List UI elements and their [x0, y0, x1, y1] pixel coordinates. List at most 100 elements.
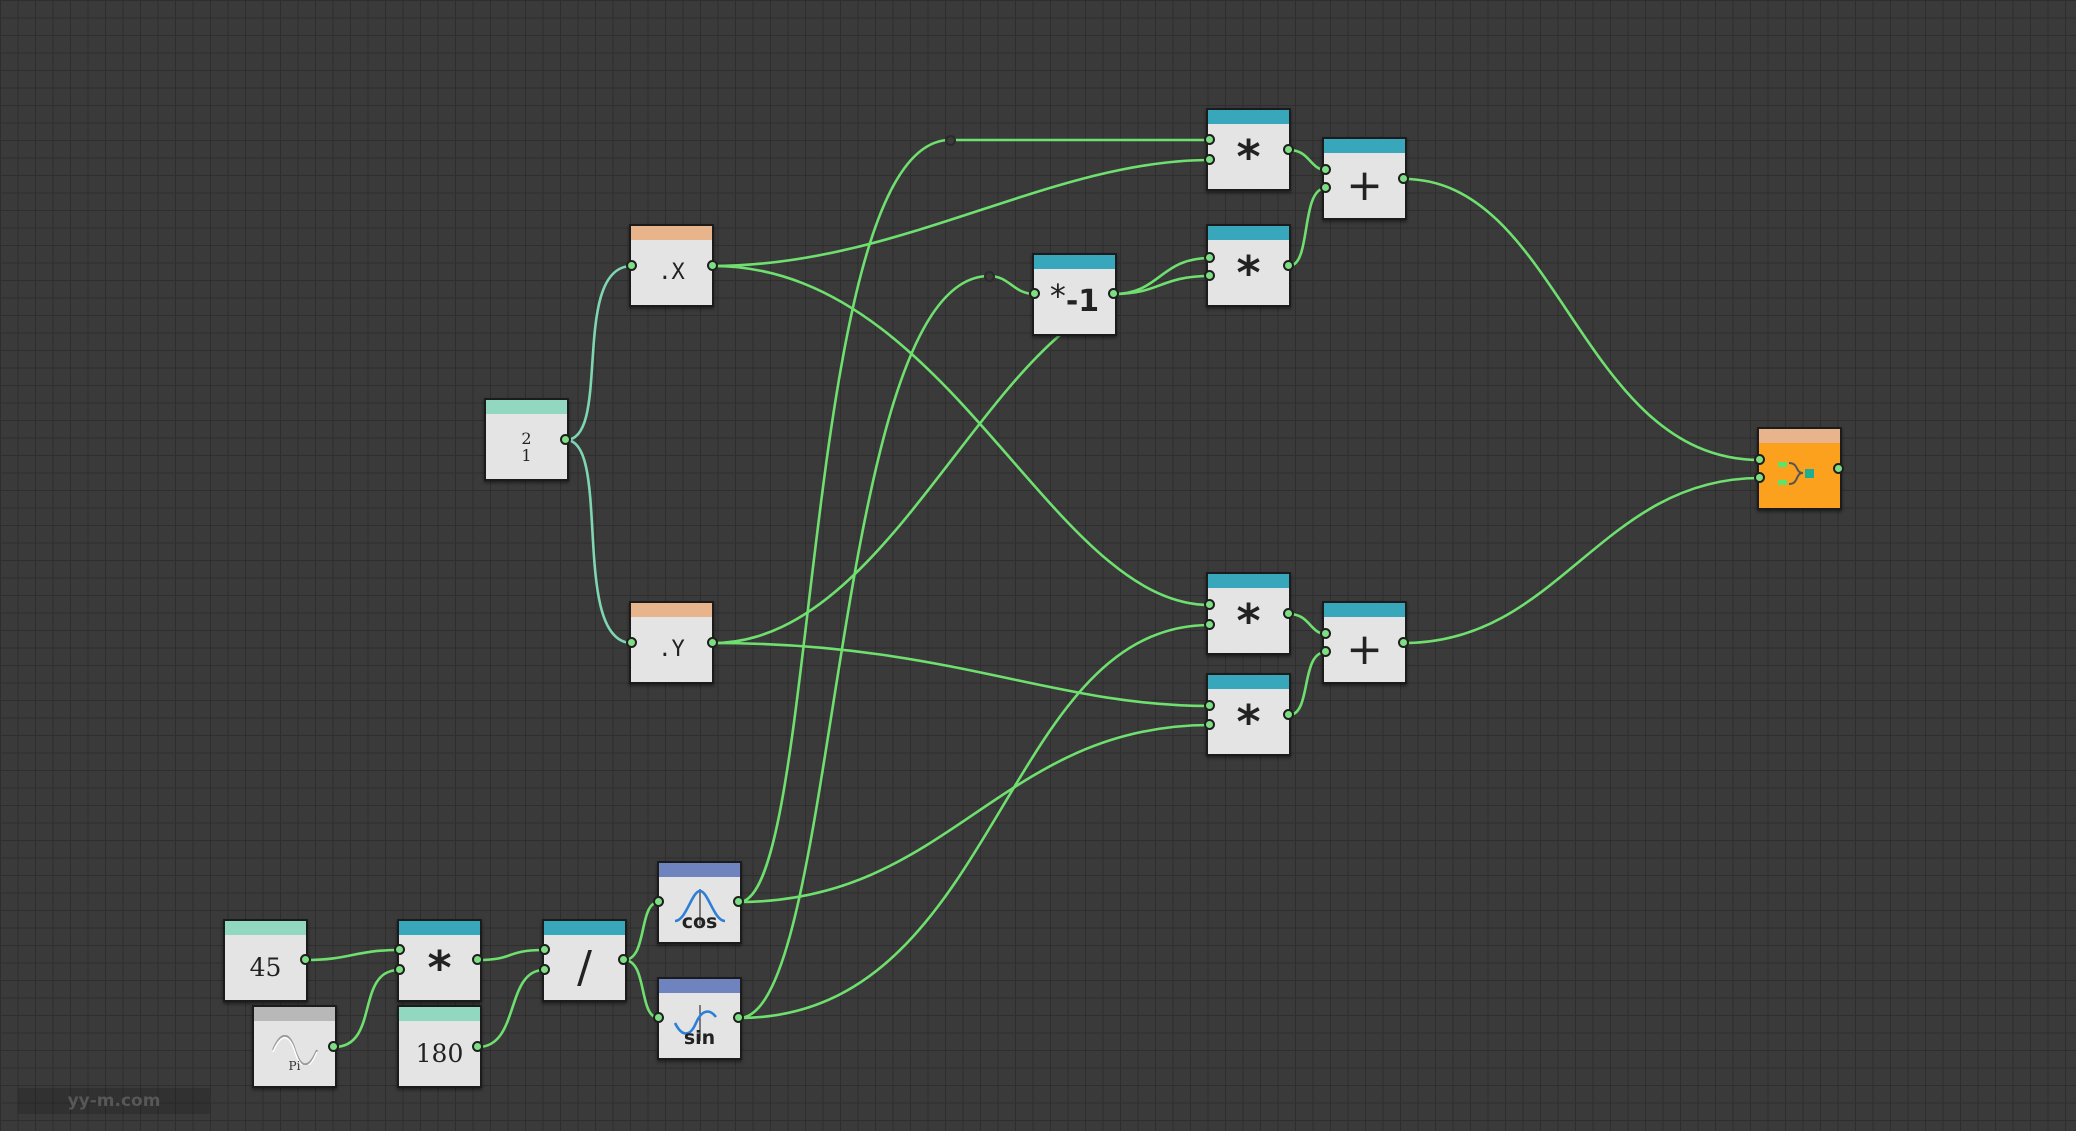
divide-node[interactable]: / — [542, 919, 627, 1002]
sine-curve-icon — [673, 1004, 717, 1041]
output-port[interactable] — [1398, 637, 1409, 648]
wire-cos-to-multbot2 — [737, 723, 1212, 904]
sin-label: sin — [683, 1026, 716, 1049]
wire-45-to-mult — [304, 948, 401, 962]
node-header — [659, 979, 740, 993]
add-node-bottom[interactable]: + — [1322, 601, 1407, 684]
input-port-b[interactable] — [1204, 270, 1215, 281]
add-operator: + — [1346, 159, 1383, 211]
node-value: 180 — [415, 1039, 464, 1068]
input-port-a[interactable] — [1204, 700, 1215, 711]
multiply-operator: * — [1236, 245, 1261, 300]
output-port[interactable] — [707, 260, 718, 271]
vector-node[interactable]: 2 1 — [484, 398, 569, 481]
divide-operator: / — [577, 941, 592, 993]
vector-value: 2 1 — [486, 414, 567, 479]
member-y: .Y — [658, 637, 685, 662]
input-port-a[interactable] — [1320, 628, 1331, 639]
negate-node[interactable]: *-1 — [1032, 253, 1117, 336]
number-node-180[interactable]: 180 — [397, 1005, 482, 1088]
input-port-b[interactable] — [1204, 619, 1215, 630]
input-port-a[interactable] — [394, 944, 405, 955]
output-port[interactable] — [1283, 608, 1294, 619]
input-port-b[interactable] — [1204, 719, 1215, 730]
output-port[interactable] — [733, 896, 744, 907]
wire-pi-to-mult — [332, 968, 401, 1049]
combine-symbol — [1759, 443, 1840, 508]
cos-function: cos — [659, 877, 740, 942]
input-port-b[interactable] — [1320, 646, 1331, 657]
sin-node[interactable]: sin — [657, 977, 742, 1060]
input-port-b[interactable] — [1320, 182, 1331, 193]
output-port[interactable] — [1108, 288, 1119, 299]
input-port-a[interactable] — [1204, 134, 1215, 145]
multiply-node-bottom-2[interactable]: * — [1206, 673, 1291, 756]
output-port[interactable] — [560, 434, 571, 445]
input-port-a[interactable] — [1204, 252, 1215, 263]
input-port-b[interactable] — [1204, 154, 1215, 165]
number-node-45[interactable]: 45 — [223, 919, 308, 1002]
output-port[interactable] — [1283, 144, 1294, 155]
output-port[interactable] — [1283, 709, 1294, 720]
node-header — [1208, 574, 1289, 588]
wire-div-to-sin — [622, 958, 661, 1020]
input-port[interactable] — [1029, 288, 1040, 299]
node-header — [399, 1007, 480, 1021]
input-port-a[interactable] — [1754, 454, 1765, 465]
cos-label: cos — [681, 910, 718, 933]
multiply-node-top-2[interactable]: * — [1206, 224, 1291, 307]
output-port[interactable] — [707, 637, 718, 648]
input-port-b[interactable] — [539, 964, 550, 975]
reroute-point-top[interactable] — [945, 135, 956, 146]
get-y-node[interactable]: .Y — [629, 601, 714, 684]
input-port-a[interactable] — [1204, 599, 1215, 610]
output-port[interactable] — [328, 1041, 339, 1052]
wire-mult2-to-add — [1287, 186, 1328, 268]
merge-icon — [1777, 461, 1814, 485]
add-node-top[interactable]: + — [1322, 137, 1407, 220]
combine-output-node[interactable] — [1757, 427, 1842, 510]
output-port[interactable] — [1283, 260, 1294, 271]
get-x-node[interactable]: .X — [629, 224, 714, 307]
member-x: .X — [658, 260, 685, 285]
input-port-b[interactable] — [1754, 472, 1765, 483]
input-port[interactable] — [653, 1012, 664, 1023]
wire-y-to-multbot2 — [711, 641, 1212, 708]
output-port[interactable] — [733, 1012, 744, 1023]
node-header — [1324, 603, 1405, 617]
output-port[interactable] — [1833, 463, 1844, 474]
output-port[interactable] — [300, 954, 311, 965]
watermark: yy-m.com — [18, 1088, 210, 1114]
node-header — [254, 1007, 335, 1021]
multiply-node-top-1[interactable]: * — [1206, 108, 1291, 191]
output-port[interactable] — [472, 954, 483, 965]
multiply-node[interactable]: * — [397, 919, 482, 1002]
wire-negate-to-mult2b — [1112, 274, 1212, 296]
reroute-point-mid[interactable] — [984, 271, 995, 282]
multiply-operator: * — [1236, 593, 1261, 648]
pi-constant-node[interactable]: Pi — [252, 1005, 337, 1088]
input-port-b[interactable] — [394, 964, 405, 975]
vector-component-top: 2 — [521, 428, 532, 448]
node-header — [1208, 675, 1289, 689]
cos-node[interactable]: cos — [657, 861, 742, 944]
input-port[interactable] — [653, 896, 664, 907]
add-operator: + — [1346, 623, 1383, 675]
output-port[interactable] — [1398, 173, 1409, 184]
input-port-a[interactable] — [1320, 164, 1331, 175]
output-port[interactable] — [472, 1041, 483, 1052]
output-port[interactable] — [618, 954, 629, 965]
node-header — [631, 226, 712, 240]
node-header — [544, 921, 625, 935]
pi-label: Pi — [288, 1058, 301, 1073]
input-port[interactable] — [626, 637, 637, 648]
input-port-a[interactable] — [539, 944, 550, 955]
wire-addtop-to-output — [1402, 177, 1762, 462]
wire-sin-to-multbot1 — [737, 623, 1212, 1020]
input-port[interactable] — [626, 260, 637, 271]
wire-multbot2-to-add — [1287, 650, 1328, 717]
multiply-node-bottom-1[interactable]: * — [1206, 572, 1291, 655]
wire-cos-to-reroute-top — [737, 138, 952, 904]
